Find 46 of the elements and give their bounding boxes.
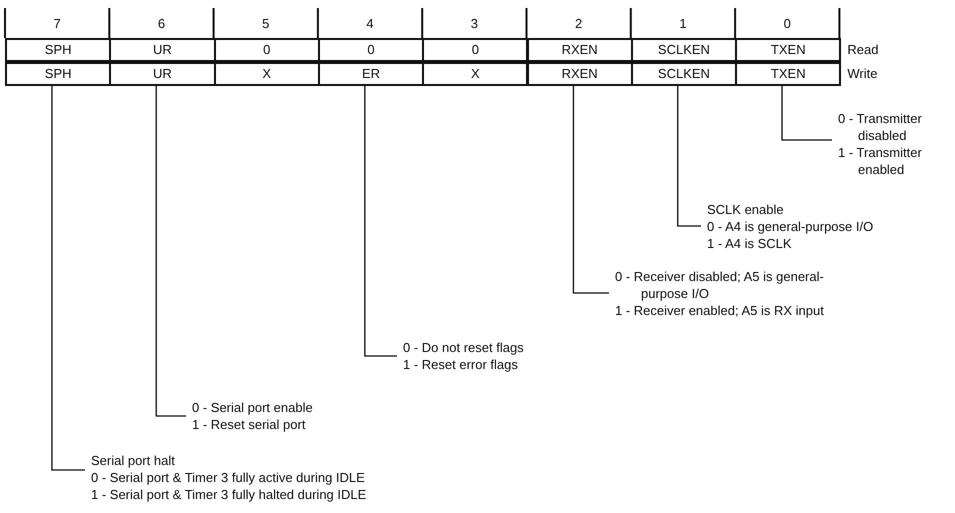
register-field: X [214, 62, 320, 86]
description-text: 0 - Serial port enable [192, 399, 313, 416]
register-field: UR [109, 38, 216, 62]
bit-number: 0 [782, 15, 792, 33]
register-field: RXEN [526, 62, 633, 86]
register-field: ER [318, 62, 424, 86]
register-field: SCLKEN [630, 38, 738, 62]
register-field: UR [109, 62, 216, 86]
register-field: TXEN [735, 38, 842, 62]
register-field: TXEN [735, 62, 842, 86]
row-label: Write [847, 65, 878, 83]
description-text: 1 - Reset error flags [403, 356, 519, 373]
row-label: Read [847, 41, 878, 59]
leader-line [572, 86, 609, 294]
leader-line [364, 86, 397, 357]
register-field: SPH [5, 62, 112, 86]
description-text: 1 - A4 is SCLK [707, 235, 793, 252]
description-text: SCLK enable [707, 201, 785, 218]
bit-number: 3 [470, 15, 479, 33]
description-text: 0 - Receiver disabled; A5 is general-purpose I/O [615, 268, 825, 302]
register-field: X [422, 62, 528, 86]
register-field: SPH [5, 38, 112, 62]
description-text: 0 - Transmitter disabled [838, 110, 923, 144]
register-field: 0 [318, 38, 424, 62]
description-text: 0 - A4 is general-purpose I/O [707, 218, 874, 235]
leader-line [156, 86, 186, 417]
leader-line [781, 86, 832, 141]
bit-number: 5 [261, 15, 270, 33]
bit-number: 7 [52, 15, 62, 33]
description-text: 1 - Transmitter enabled [838, 144, 923, 178]
bit-number: 1 [678, 15, 688, 33]
description-text: 0 - Do not reset flags [403, 339, 524, 356]
bit-number: 6 [156, 15, 166, 33]
register-field: RXEN [526, 38, 633, 62]
description-text: 1 - Receiver enabled; A5 is RX input [615, 302, 825, 319]
description-text: 0 - Serial port & Timer 3 fully active during IDLE [91, 469, 366, 486]
leader-line [677, 86, 701, 227]
register-field: 0 [214, 38, 320, 62]
description-text: 1 - Serial port & Timer 3 fully halted during IDLE [91, 486, 366, 503]
register-field: SCLKEN [630, 62, 738, 86]
bit-number: 4 [365, 15, 375, 33]
leader-line [51, 86, 85, 471]
register-field: 0 [422, 38, 528, 62]
description-text: 1 - Reset serial port [192, 416, 306, 433]
description-text: Serial port halt [91, 452, 176, 469]
bit-number: 2 [574, 15, 584, 33]
